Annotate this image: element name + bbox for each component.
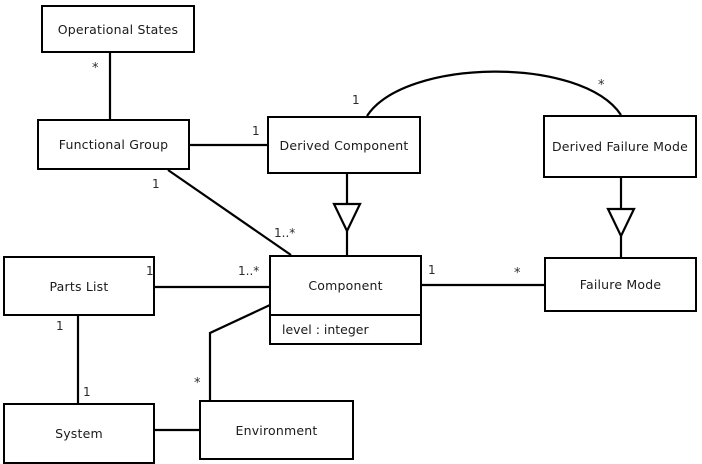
class-name-operational-states: Operational States — [57, 21, 179, 37]
class-component[interactable]: Component level : integer — [269, 255, 422, 345]
class-name-environment: Environment — [235, 422, 318, 438]
class-operational-states[interactable]: Operational States — [41, 5, 195, 53]
edge-functional-group-component — [167, 169, 292, 256]
edge-environment-component — [208, 304, 271, 400]
multiplicity-parts-list-system: 1 — [56, 319, 64, 333]
multiplicity-component-failure-mode: 1 — [428, 263, 436, 277]
class-name-functional-group: Functional Group — [58, 137, 169, 152]
multiplicity-parts-list-component: 1 — [146, 264, 154, 278]
class-name-derived-failure-mode: Derived Failure Mode — [551, 139, 689, 154]
class-name-system: System — [55, 426, 103, 441]
class-functional-group[interactable]: Functional Group — [37, 119, 190, 170]
class-name-derived-component: Derived Component — [279, 137, 409, 153]
generalization-arrowhead-component — [332, 202, 362, 234]
generalization-arrowhead-failure-mode — [606, 207, 636, 239]
class-environment[interactable]: Environment — [199, 400, 354, 460]
multiplicity-derived-failure-mode-arc: * — [598, 78, 605, 93]
edge-derived-component-derived-failure-mode — [366, 70, 622, 117]
class-name-failure-mode: Failure Mode — [579, 277, 662, 292]
multiplicity-derived-component-arc: 1 — [352, 93, 360, 107]
class-failure-mode[interactable]: Failure Mode — [544, 257, 697, 312]
class-system[interactable]: System — [3, 403, 155, 464]
class-name-component: Component — [308, 278, 383, 293]
class-derived-component[interactable]: Derived Component — [267, 116, 421, 174]
multiplicity-component-from-parts-list: 1..* — [238, 264, 260, 278]
class-derived-failure-mode[interactable]: Derived Failure Mode — [543, 115, 697, 178]
multiplicity-functional-group-component: 1 — [152, 177, 160, 191]
class-parts-list[interactable]: Parts List — [3, 256, 155, 316]
multiplicity-failure-mode-from-component: * — [514, 266, 521, 281]
multiplicity-operational-states-functional-group: * — [92, 61, 99, 76]
multiplicity-functional-group-derived-component: 1 — [252, 124, 260, 138]
multiplicity-environment-component: * — [194, 376, 201, 391]
multiplicity-component-from-functional-group: 1..* — [274, 226, 296, 240]
multiplicity-system-from-parts-list: 1 — [83, 385, 91, 399]
class-name-parts-list: Parts List — [49, 278, 109, 294]
class-attribute-component-level: level : integer — [271, 314, 420, 343]
